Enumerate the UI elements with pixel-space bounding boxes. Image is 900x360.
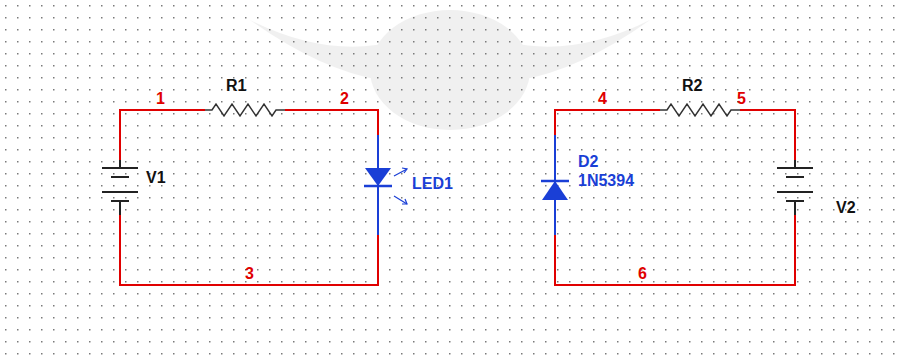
node-number: 6 — [638, 266, 647, 282]
node-number: 1 — [156, 91, 165, 107]
diode-symbol — [541, 135, 569, 235]
node-number: 4 — [598, 91, 607, 107]
part-name: LED1 — [412, 176, 453, 192]
node-number: 2 — [340, 91, 349, 107]
part-name: R1 — [226, 78, 246, 94]
part-value: 1N5394 — [578, 173, 634, 189]
part-name: R2 — [682, 78, 702, 94]
part-name: V2 — [836, 200, 856, 216]
led-symbol — [364, 135, 407, 235]
resistor-symbol — [205, 104, 285, 116]
watermark — [250, 10, 650, 130]
wire — [120, 110, 378, 285]
node-number: 5 — [737, 91, 746, 107]
part-name: D2 — [578, 154, 598, 170]
resistor-symbol — [660, 104, 740, 116]
wire — [555, 110, 795, 285]
node-number: 3 — [245, 266, 254, 282]
battery-symbol — [102, 160, 138, 215]
part-name: V1 — [146, 170, 166, 186]
battery-symbol — [777, 160, 813, 215]
